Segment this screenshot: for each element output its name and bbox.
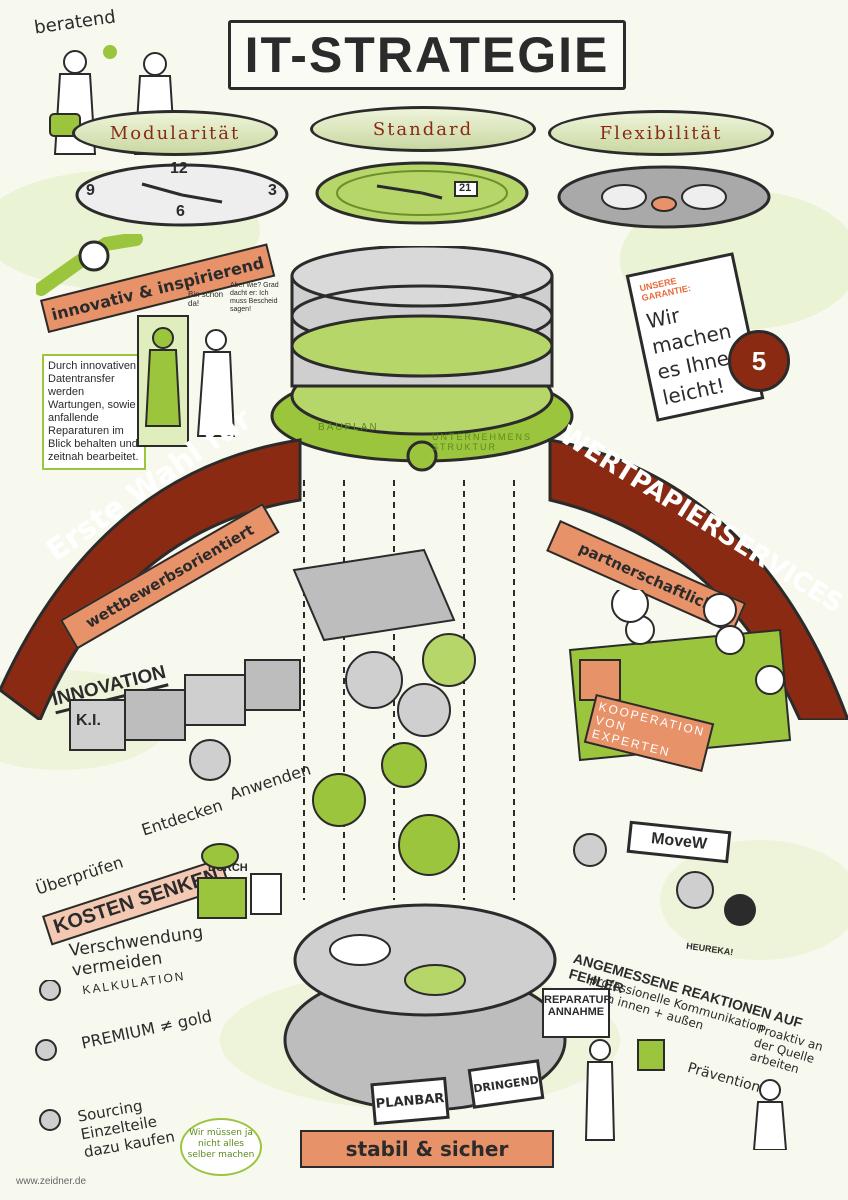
door-scene [137, 315, 236, 447]
watch-dial-flexibility [557, 165, 771, 229]
repair-figures [584, 1039, 788, 1150]
page-title: IT-STRATEGIE [228, 20, 626, 90]
watch-movement-stack [270, 246, 574, 472]
date-window: 21 [459, 182, 472, 194]
watch-number-9: 9 [86, 182, 95, 199]
base-plate [283, 903, 567, 1112]
dial-unternehmen: UNTERNEHMENS STRUKTUR [432, 432, 533, 452]
piggy-and-clipboard [197, 843, 282, 919]
credit: www.zeidner.de [16, 1176, 87, 1187]
box-planbar: PLANBAR [370, 1076, 450, 1126]
guarantee-badge: 5 [728, 330, 790, 392]
watch-number-6: 6 [176, 203, 185, 220]
speech-aber-wie: Aber wie? Grad dacht er: Ich muss Besche… [230, 282, 279, 313]
watch-number-12: 12 [170, 160, 188, 177]
transfer-note: Durch innovativen Datentransfer werden W… [42, 354, 146, 470]
movew-parts [573, 833, 756, 926]
ki-machine [69, 659, 301, 781]
watch-number-3: 3 [268, 182, 277, 199]
repair-sign: REPARATUR ANNAHME [542, 988, 611, 1038]
watch-dial-modularity [75, 163, 289, 227]
dial-bauplan: BAUPLAN [318, 422, 379, 433]
pillar-modularity: Modularität [72, 110, 278, 156]
pillar-standard: Standard [310, 106, 536, 152]
watch-dial-standard [315, 161, 529, 225]
ribbon-stable: stabil & sicher [300, 1130, 554, 1168]
exploded-parts [292, 480, 515, 900]
wristwatch-icon [36, 234, 143, 296]
screw-icons [35, 980, 61, 1131]
ki-label: K.I. [76, 712, 101, 729]
pillar-flexibility: Flexibilität [548, 110, 774, 156]
speech-bin-schon-da: Bin schon da! [188, 290, 224, 308]
cost-bubble: Wir müssen ja nicht alles selber machen [180, 1118, 262, 1176]
